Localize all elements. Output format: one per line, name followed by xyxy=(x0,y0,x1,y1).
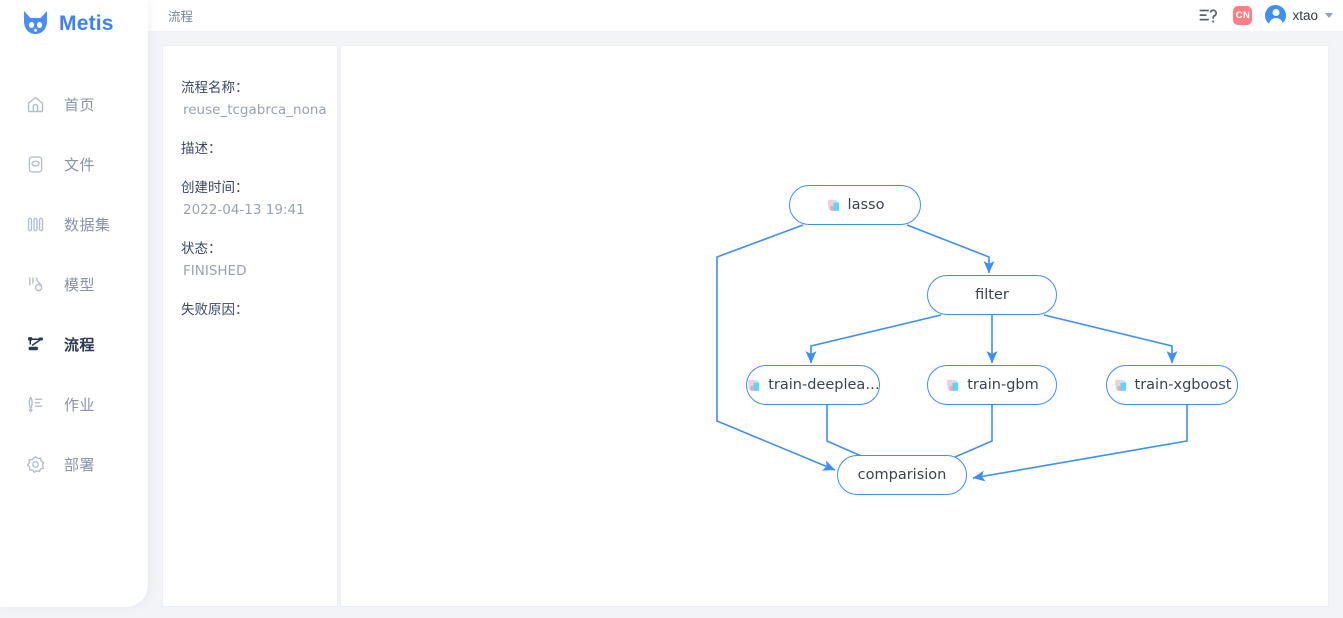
user-avatar-icon xyxy=(1265,5,1287,26)
sidebar-item-label: 模型 xyxy=(64,275,96,294)
sidebar-item-label: 流程 xyxy=(64,335,96,354)
flow-status-label: 状态： xyxy=(181,241,222,257)
sidebar-item-job[interactable]: 作业 xyxy=(0,374,148,434)
component-icon xyxy=(1114,379,1126,391)
brand-name: Metis xyxy=(59,11,114,35)
flow-node-label: train-gbm xyxy=(967,377,1039,393)
flow-node-label: train-xgboost xyxy=(1134,377,1232,393)
sidebar-item-label: 作业 xyxy=(64,395,96,414)
content-area: 流程名称： reuse_tcgabrca_nona 描述： 创建时间： 2022… xyxy=(148,31,1343,607)
flow-node-label: lasso xyxy=(847,197,885,213)
sidebar-item-label: 文件 xyxy=(64,155,96,174)
flow-node-label: comparision xyxy=(857,467,947,483)
flow-node-lasso[interactable]: lasso xyxy=(789,185,921,225)
status-badge: FINISHED xyxy=(183,263,247,279)
flow-edge-group xyxy=(716,224,1188,482)
flow-icon xyxy=(28,336,43,350)
edge-lasso-comparision xyxy=(716,224,836,471)
sidebar-nav: 首页 文件 数据集 xyxy=(0,74,148,494)
sidebar-item-file[interactable]: 文件 xyxy=(0,134,148,194)
dataset-icon xyxy=(27,217,44,231)
deploy-icon xyxy=(26,455,45,473)
flow-name-value: reuse_tcgabrca_nona xyxy=(183,102,327,118)
flow-node-comparision[interactable]: comparision xyxy=(837,455,967,495)
brand-logo[interactable]: Metis xyxy=(0,0,148,46)
edge-lasso-filter xyxy=(906,224,995,274)
flow-desc-label: 描述： xyxy=(181,141,222,157)
flow-failreason-label: 失败原因： xyxy=(181,302,249,318)
flow-node-train-deeplearning[interactable]: train-deeplea… xyxy=(746,365,880,405)
edge-filter-trainxgboost xyxy=(1043,314,1178,364)
sidebar-item-model[interactable]: 模型 xyxy=(0,254,148,314)
model-icon xyxy=(29,276,43,291)
flow-node-label: filter xyxy=(975,287,1009,303)
flow-node-filter[interactable]: filter xyxy=(927,275,1057,315)
flow-node-train-gbm[interactable]: train-gbm xyxy=(927,365,1057,405)
sidebar-item-deploy[interactable]: 部署 xyxy=(0,434,148,494)
flow-node-label: train-deeplea… xyxy=(768,377,880,393)
component-icon xyxy=(947,379,959,391)
edge-filter-traindeeplea xyxy=(805,314,942,364)
header-actions: CN xtao xyxy=(1198,5,1343,26)
language-badge[interactable]: CN xyxy=(1233,6,1253,25)
flow-graph-canvas[interactable]: lasso filter train-deeplea… xyxy=(340,45,1329,607)
edge-trainxgboost-comparision xyxy=(972,405,1188,482)
flow-info-body: 流程名称： reuse_tcgabrca_nona 描述： 创建时间： 2022… xyxy=(163,46,337,318)
component-icon xyxy=(748,379,760,391)
flow-name-label: 流程名称： xyxy=(181,80,249,96)
flow-node-train-xgboost[interactable]: train-xgboost xyxy=(1106,365,1238,405)
chevron-down-icon xyxy=(1325,13,1333,18)
breadcrumb[interactable]: 流程 xyxy=(168,9,194,24)
sidebar-item-label: 部署 xyxy=(64,455,96,474)
home-icon xyxy=(27,96,44,112)
sidebar-item-label: 数据集 xyxy=(64,215,111,234)
job-icon xyxy=(28,395,43,412)
component-icon xyxy=(827,199,839,211)
sidebar: Metis 首页 文件 xyxy=(0,0,148,607)
flow-created-label: 创建时间： xyxy=(181,180,249,196)
flow-info-panel: 流程名称： reuse_tcgabrca_nona 描述： 创建时间： 2022… xyxy=(162,45,338,607)
sidebar-item-dataset[interactable]: 数据集 xyxy=(0,194,148,254)
flow-created-value: 2022-04-13 19:41 xyxy=(183,202,305,218)
help-question-icon[interactable] xyxy=(1198,6,1220,26)
sidebar-item-flow[interactable]: 流程 xyxy=(0,314,148,374)
user-name: xtao xyxy=(1292,8,1318,23)
sidebar-item-label: 首页 xyxy=(64,95,96,114)
flow-edges-layer xyxy=(716,224,1188,482)
sidebar-item-home[interactable]: 首页 xyxy=(0,74,148,134)
user-menu[interactable]: xtao xyxy=(1265,5,1333,26)
metis-fox-logo-icon xyxy=(24,11,47,34)
top-header: 流程 CN xtao xyxy=(148,0,1343,31)
file-icon xyxy=(28,155,43,173)
